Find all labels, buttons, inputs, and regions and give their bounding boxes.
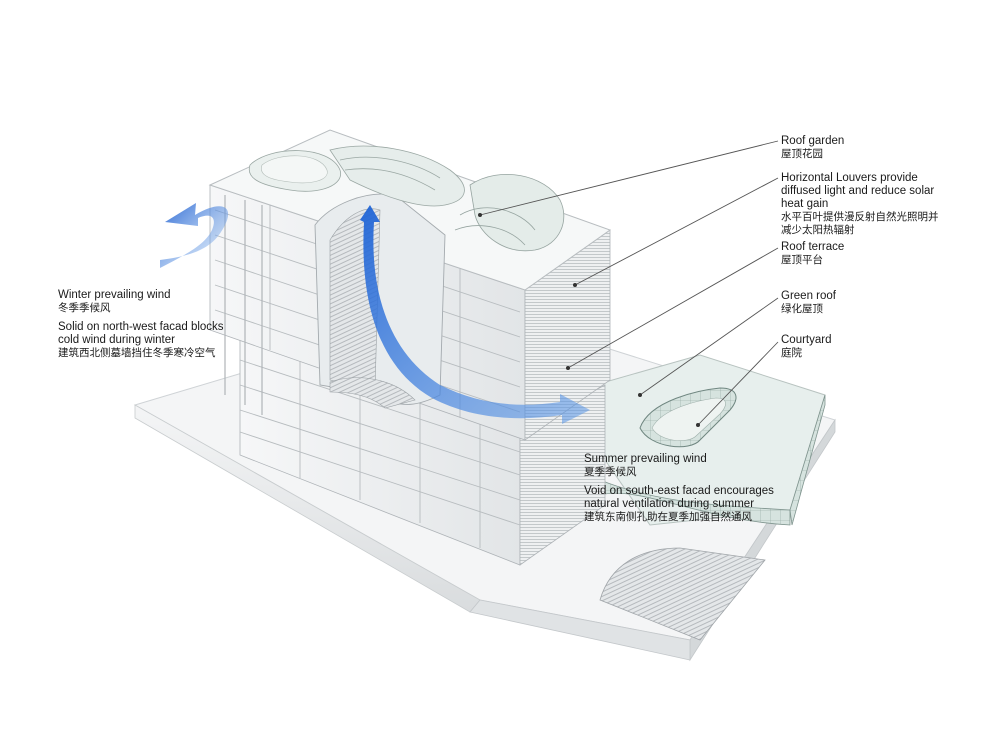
roof-garden-label: Roof garden 屋顶花园 (781, 135, 844, 161)
roof-garden-zh: 屋顶花园 (781, 148, 823, 160)
sunken-louver-court (599, 547, 766, 641)
green-roof-label: Green roof 绿化屋顶 (781, 290, 836, 316)
winter-title-en: Winter prevailing wind (58, 289, 171, 301)
roof-garden-en: Roof garden (781, 135, 845, 147)
podium-front-mid (469, 599, 691, 661)
roof-terrace-en: Roof terrace (781, 241, 845, 253)
leader-lines (479, 140, 779, 426)
roof-garden-terraces (248, 145, 565, 252)
lower-block-floor-lines (239, 357, 521, 548)
summer-desc-en-2: natural ventilation during summer (584, 497, 755, 510)
winter-desc-en-2: cold wind during winter (58, 333, 175, 346)
roof-terrace-zh: 屋顶平台 (781, 254, 823, 266)
louvers-en-3: heat gain (781, 198, 829, 210)
summer-desc-zh: 建筑东南侧孔助在夏季加强自然通风 (584, 510, 752, 523)
louvers-zh-1: 水平百叶提供漫反射自然光照明并 (781, 211, 939, 223)
winter-desc-en-1: Solid on north-west facad blocks (58, 320, 224, 333)
winter-wind-arrow (160, 203, 229, 268)
summer-wind-arrow (360, 205, 590, 424)
winter-wind-label: Winter prevailing wind 冬季季候风 Solid on no… (58, 289, 224, 359)
courtyard-floor (651, 397, 726, 441)
summer-wind-label: Summer prevailing wind 夏季季候风 Void on sou… (584, 453, 774, 523)
winter-desc-zh: 建筑西北侧墓墙挡住冬季寒冷空气 (58, 346, 216, 359)
summer-desc-en-1: Void on south-east facad encourages (584, 484, 774, 497)
green-roof-zh: 绿化屋顶 (781, 303, 823, 315)
roof-terrace-label: Roof terrace 屋顶平台 (781, 241, 844, 267)
leader-dots (478, 213, 700, 427)
courtyard-en: Courtyard (781, 334, 832, 346)
left-columns (224, 195, 263, 415)
louvers-zh-2: 减少太阳热辐射 (781, 223, 855, 236)
summer-title-zh: 夏季季候风 (584, 466, 637, 478)
green-roof-side (789, 394, 826, 526)
green-roof-en: Green roof (781, 290, 836, 302)
winter-title-zh: 冬季季候风 (58, 302, 111, 314)
summer-title-en: Summer prevailing wind (584, 453, 707, 465)
courtyard-label: Courtyard 庭院 (781, 334, 832, 360)
courtyard-zh: 庭院 (781, 347, 802, 359)
louvers-label: Horizontal Louvers provide diffused ligh… (781, 172, 939, 236)
louvers-en-2: diffused light and reduce solar (781, 185, 935, 197)
void-stair-deck (329, 377, 416, 409)
louvers-en-1: Horizontal Louvers provide (781, 172, 918, 184)
